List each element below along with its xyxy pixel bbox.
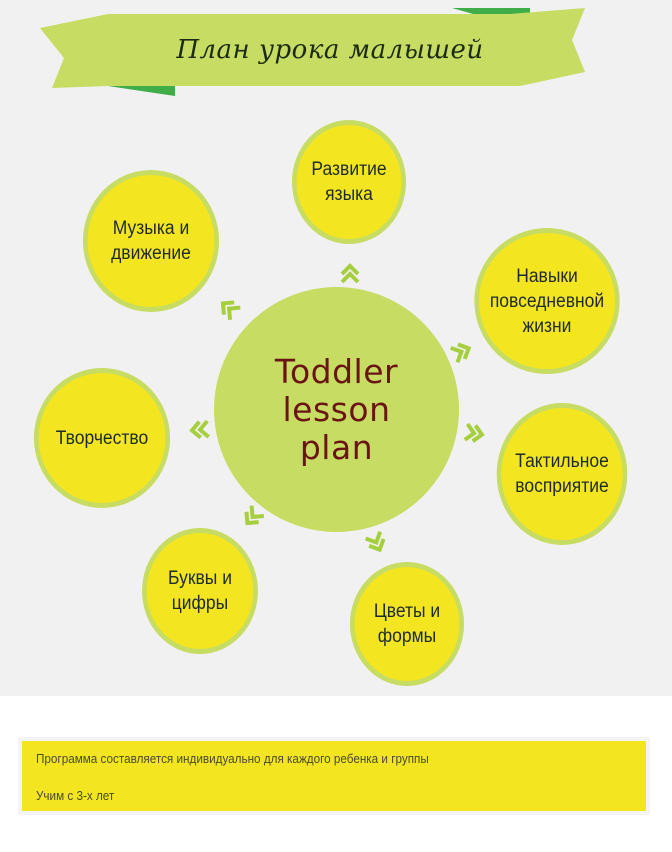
arrow-to-language [340,263,360,284]
node-letters-numbers: Буквы и цифры [142,528,258,654]
arrow-to-life-skills [450,342,472,364]
node-label: Музыка и движение [111,218,191,264]
node-label: Буквы и цифры [168,568,232,614]
arrow-to-tactile [463,422,485,443]
node-label: Навыки повседневной жизни [489,265,605,337]
connector-arrows [189,263,485,553]
arrow-to-creativity [189,419,210,440]
arrow-to-letters [244,505,265,526]
center-node: Toddler lesson plan [214,287,459,532]
center-label: Toddler lesson plan [274,351,399,467]
node-tactile: Тактильное восприятие [496,403,628,545]
info-note: Программа составляется индивидуально для… [18,737,650,815]
node-music-movement: Музыка и движение [82,170,220,312]
node-label: Развитие языка [311,159,387,205]
arrow-to-music [220,300,241,321]
title-banner [40,8,585,96]
node-label: Тактильное восприятие [515,451,609,497]
node-life-skills: Навыки повседневной жизни [474,228,620,374]
node-language: Развитие языка [291,120,407,244]
arrow-to-colors [364,531,386,553]
banner-title: План урока малышей [176,35,484,65]
node-colors-shapes: Цветы и формы [349,562,465,686]
node-creativity: Творчество [33,368,171,508]
node-label: Творчество [55,427,149,449]
node-label: Цветы и формы [373,601,441,647]
note-line-2: Учим с 3-х лет [36,788,115,803]
note-line-1: Программа составляется индивидуально для… [36,751,429,766]
